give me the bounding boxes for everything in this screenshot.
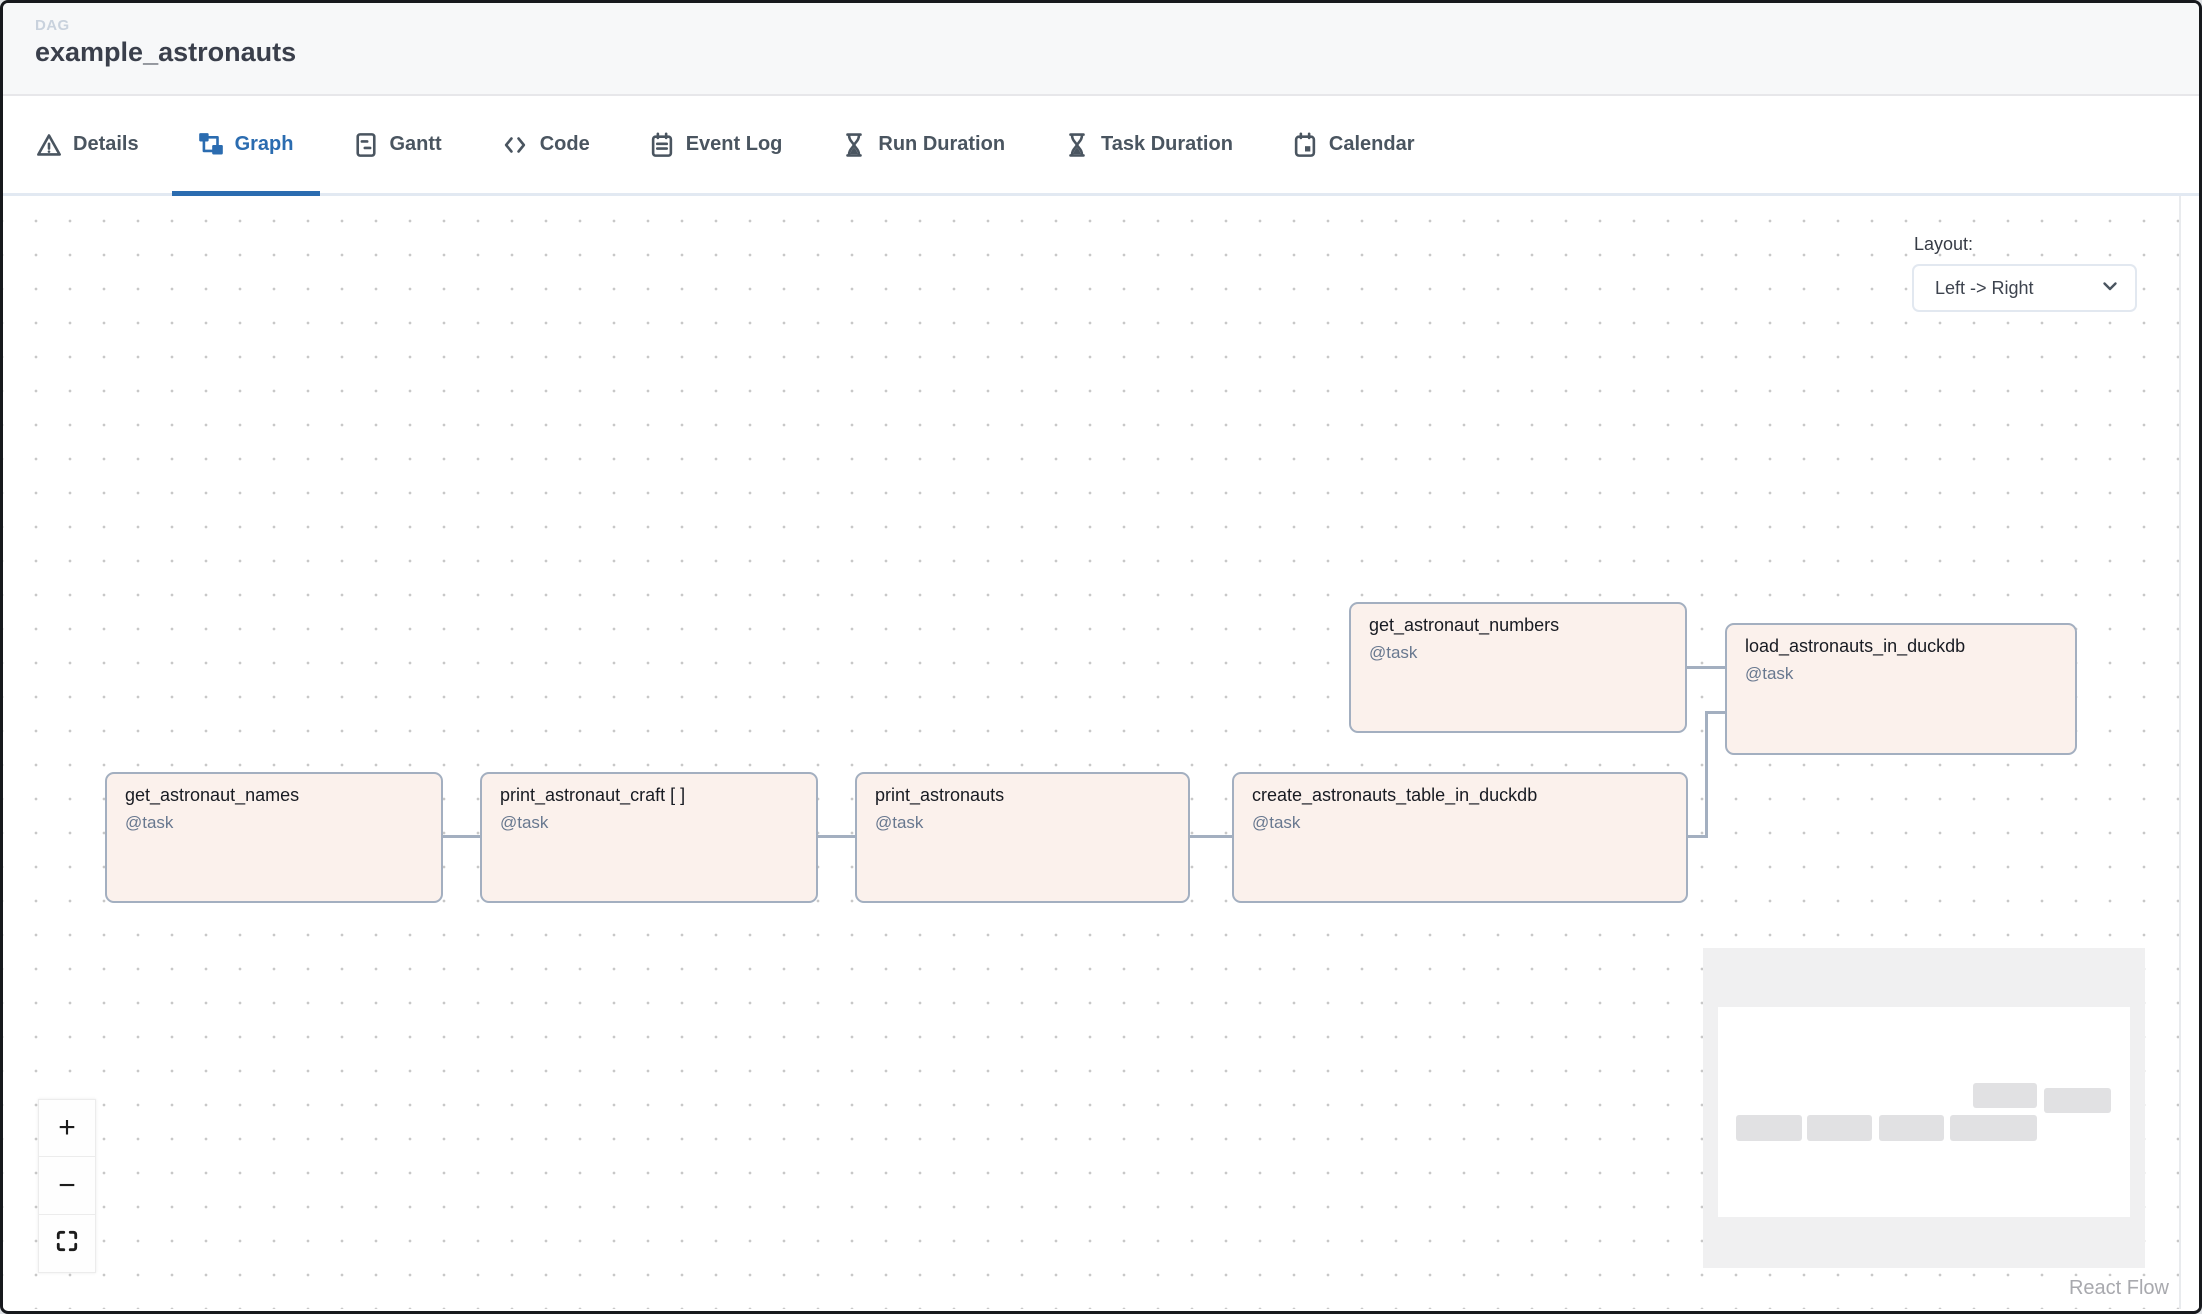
tab-label: Code [539,133,590,155]
tab-code[interactable]: Code [475,96,616,193]
edge-create-load [1705,711,1725,714]
tab-bar: Details Graph Gantt Code Event Log [3,96,2199,196]
tab-label: Gantt [389,133,442,155]
tab-label: Task Duration [1101,133,1233,155]
tab-label: Graph [234,133,294,155]
minimap-node [1807,1115,1872,1141]
tab-graph[interactable]: Graph [171,96,320,196]
react-flow-attribution[interactable]: React Flow [2064,1276,2173,1301]
scrollbar-track[interactable] [2179,196,2199,1309]
task-decorator: @task [875,813,924,832]
hourglass-icon [841,132,867,158]
task-decorator: @task [1369,643,1418,662]
tab-label: Calendar [1328,133,1415,155]
task-node-print_astronauts[interactable]: print_astronauts @task [855,772,1190,903]
tab-calendar[interactable]: Calendar [1266,96,1441,193]
tab-event-log[interactable]: Event Log [623,96,809,193]
task-node-print_astronaut_craft[interactable]: print_astronaut_craft [ ] @task [480,772,818,903]
graph-canvas[interactable]: Layout: Left -> Right get_astronaut_name… [3,196,2199,1309]
minimap[interactable] [1703,948,2145,1268]
task-title: print_astronaut_craft [ ] [500,785,686,805]
task-title: print_astronauts [875,785,1005,805]
event-log-icon [649,131,675,158]
edge-astronauts-create [1190,835,1232,838]
task-node-load_astronauts_in_duckdb[interactable]: load_astronauts_in_duckdb @task [1725,623,2077,755]
dag-kicker: DAG [35,17,70,34]
minimap-node [1973,1083,2037,1108]
edge-numbers-load [1687,666,1725,669]
layout-select[interactable]: Left -> Right [1912,264,2137,312]
task-title: create_astronauts_table_in_duckdb [1252,785,1538,805]
warning-triangle-icon [36,132,62,158]
tab-label: Run Duration [878,133,1006,155]
calendar-icon [1292,131,1318,158]
fit-view-button[interactable] [38,1215,96,1273]
task-decorator: @task [1252,813,1301,832]
edge-names-craft [443,835,480,838]
task-decorator: @task [125,813,174,832]
edge-craft-astronauts [818,835,855,838]
task-title: get_astronaut_numbers [1369,615,1560,635]
code-icon [501,132,529,158]
layout-select-value: Left -> Right [1935,277,2034,298]
task-decorator: @task [500,813,549,832]
fit-view-icon [55,1229,79,1259]
zoom-out-button[interactable]: − [38,1157,96,1215]
page-header: DAG example_astronauts [3,3,2199,96]
minimap-node [1950,1115,2037,1141]
layout-label: Layout: [1914,234,1974,254]
task-title: get_astronaut_names [125,785,300,805]
graph-icon [198,132,224,158]
tab-label: Details [73,133,139,155]
edge-create-load [1688,835,1708,838]
task-title: load_astronauts_in_duckdb [1745,636,1966,656]
minimap-node [1736,1115,1802,1141]
zoom-in-button[interactable]: + [38,1099,96,1157]
minimap-node [1879,1115,1944,1141]
layout-panel: Layout: Left -> Right [1912,234,2137,312]
tab-label: Event Log [685,133,783,155]
tab-task-duration[interactable]: Task Duration [1038,96,1259,193]
minus-icon: − [58,1168,76,1202]
task-node-get_astronaut_numbers[interactable]: get_astronaut_numbers @task [1349,602,1687,733]
canvas-controls: + − [38,1099,96,1273]
tab-run-duration[interactable]: Run Duration [815,96,1031,193]
tab-details[interactable]: Details [10,96,165,193]
page-title: example_astronauts [35,37,297,67]
hourglass-icon [1064,132,1090,158]
minimap-node [2044,1088,2111,1113]
chevron-down-icon [2099,275,2121,302]
edge-create-load [1705,711,1708,838]
gantt-icon [353,132,379,158]
plus-icon: + [58,1111,76,1144]
tab-gantt[interactable]: Gantt [327,96,468,193]
task-node-get_astronaut_names[interactable]: get_astronaut_names @task [105,772,443,903]
task-decorator: @task [1745,664,1794,683]
task-node-create_astronauts_table_in_duckdb[interactable]: create_astronauts_table_in_duckdb @task [1232,772,1688,903]
